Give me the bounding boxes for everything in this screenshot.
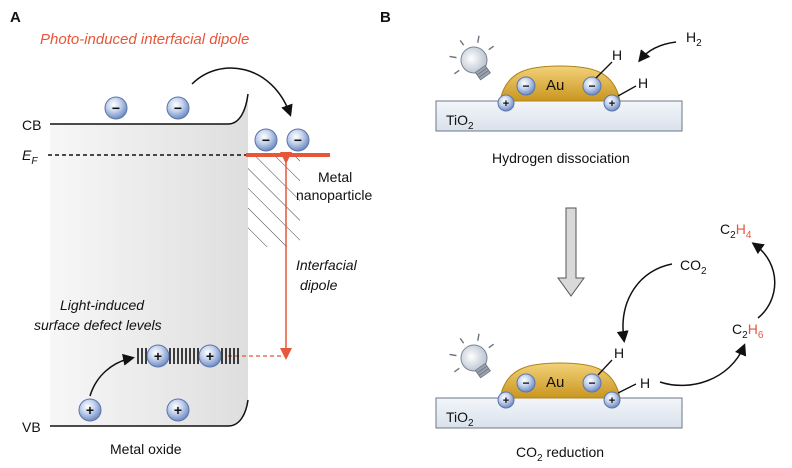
panel-a-title: Photo-induced interfacial dipole	[40, 31, 249, 48]
hole-tio2-top-2: +	[603, 94, 621, 112]
conduction-band-line	[50, 93, 249, 125]
au-label-top: Au	[546, 77, 564, 94]
h2-approach-arrow	[638, 41, 677, 63]
defect-levels	[137, 348, 239, 364]
h-bond-bottom-2	[617, 383, 637, 394]
electron-au-top-1: −	[516, 76, 536, 96]
au-label-bottom: Au	[546, 374, 564, 391]
h-atom-bottom-2: H	[640, 375, 650, 391]
h-bond-top-1	[595, 61, 613, 79]
tio2-substrate-top	[435, 100, 683, 132]
caption-hydrogen-dissociation: Hydrogen dissociation	[492, 150, 630, 166]
svg-text:−: −	[522, 79, 529, 93]
svg-text:+: +	[503, 395, 509, 407]
svg-text:−: −	[174, 100, 182, 116]
h-atom-top-1: H	[612, 47, 622, 63]
metal-oxide-label: Metal oxide	[110, 441, 182, 457]
hole-defect-2: +	[198, 344, 222, 368]
process-down-arrow	[557, 207, 585, 297]
electron-cb-1: −	[104, 96, 128, 120]
electron-metal-1: −	[254, 128, 278, 152]
metal-label-1: Metal	[318, 169, 352, 185]
vb-label: VB	[22, 419, 41, 435]
h-atom-top-2: H	[638, 75, 648, 91]
co2-label: CO2	[680, 257, 707, 277]
electron-au-bottom-2: −	[582, 373, 602, 393]
defect-label-1: Light-induced	[60, 297, 145, 313]
svg-text:−: −	[294, 132, 302, 148]
oxide-band-region	[50, 94, 248, 426]
electron-metal-2: −	[286, 128, 310, 152]
electron-au-bottom-1: −	[516, 373, 536, 393]
h-bond-bottom-1	[597, 359, 613, 376]
electron-au-top-2: −	[582, 76, 602, 96]
lightbulb-icon	[449, 333, 495, 379]
tio2-label-top: TiO2	[446, 112, 474, 132]
tio2-substrate-bottom	[435, 397, 683, 429]
valence-band-line	[50, 399, 249, 427]
svg-text:+: +	[174, 402, 182, 418]
h-atom-bottom-1: H	[614, 345, 624, 361]
panel-b: B TiO2 Au − −	[380, 9, 776, 464]
fermi-label: EF	[22, 147, 38, 167]
svg-text:−: −	[588, 79, 595, 93]
hole-tio2-bottom-1: +	[497, 391, 515, 409]
hole-vb-1: +	[78, 398, 102, 422]
svg-text:−: −	[522, 376, 529, 390]
h2-label: H2	[686, 29, 702, 49]
lightbulb-icon	[449, 35, 495, 81]
cb-label: CB	[22, 117, 41, 133]
electron-transfer-arrow	[191, 67, 293, 117]
metal-hatch-region	[248, 157, 300, 247]
svg-text:−: −	[262, 132, 270, 148]
svg-text:+: +	[609, 98, 615, 110]
hole-trap-arrow	[89, 353, 135, 397]
electron-cb-2: −	[166, 96, 190, 120]
co2-approach-arrow	[616, 263, 673, 343]
hole-defect-1: +	[146, 344, 170, 368]
tio2-label-bottom: TiO2	[446, 409, 474, 429]
dipole-label-1: Interfacial	[296, 257, 358, 273]
hole-vb-2: +	[166, 398, 190, 422]
svg-text:+: +	[503, 98, 509, 110]
c2h4-label: C2H4	[720, 221, 752, 241]
svg-text:+: +	[609, 395, 615, 407]
panel-a: A Photo-induced interfacial dipole CB VB…	[10, 9, 372, 457]
svg-text:−: −	[588, 376, 595, 390]
defect-label-2: surface defect levels	[34, 317, 162, 333]
panel-a-label: A	[10, 9, 21, 26]
caption-co2-reduction: CO2 reduction	[516, 444, 604, 464]
c2h6-label: C2H6	[732, 321, 764, 341]
c2h6-formation-arrow	[659, 343, 747, 387]
svg-text:+: +	[86, 402, 94, 418]
svg-text:+: +	[154, 348, 162, 364]
hole-tio2-bottom-2: +	[603, 391, 621, 409]
svg-text:−: −	[112, 100, 120, 116]
metal-label-2: nanoparticle	[296, 187, 372, 203]
panel-b-label: B	[380, 9, 391, 26]
dipole-label-2: dipole	[300, 277, 338, 293]
c2h4-formation-arrow	[751, 242, 776, 319]
h-bond-top-2	[617, 85, 637, 97]
svg-text:+: +	[206, 348, 214, 364]
hole-tio2-top-1: +	[497, 94, 515, 112]
